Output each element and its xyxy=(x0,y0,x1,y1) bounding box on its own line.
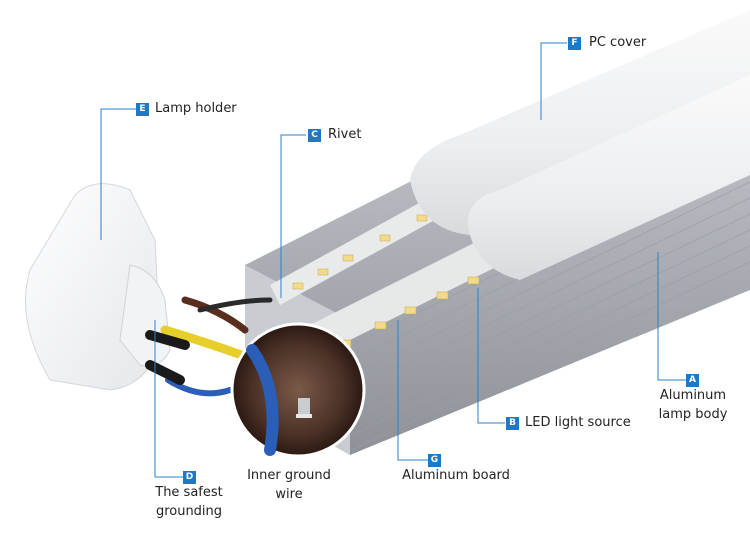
badge-b: B xyxy=(506,417,519,430)
label-pc-cover: PC cover xyxy=(589,35,647,50)
inner-ground-wire-inset xyxy=(230,322,366,458)
leader-e xyxy=(100,108,136,240)
leader-b xyxy=(477,288,505,424)
label-aluminum-board: Aluminum board xyxy=(402,468,510,483)
label-inner-ground-wire-2: wire xyxy=(275,487,303,502)
label-inner-ground-wire-1: Inner ground xyxy=(247,468,331,483)
badge-g: G xyxy=(428,454,441,467)
label-aluminum-lamp-body-1: Aluminum xyxy=(659,388,727,403)
leader-f xyxy=(540,42,567,120)
leader-a xyxy=(657,252,686,381)
badge-f: F xyxy=(568,37,581,50)
badge-d: D xyxy=(183,471,196,484)
badge-e: E xyxy=(136,103,149,116)
label-led-light-source: LED light source xyxy=(525,415,631,430)
leader-d xyxy=(154,320,183,478)
leader-lines xyxy=(100,42,686,478)
pc-cover xyxy=(410,10,750,280)
lamp-holder xyxy=(25,183,171,391)
label-safest-grounding-2: grounding xyxy=(155,504,223,519)
label-rivet: Rivet xyxy=(328,127,362,142)
label-lamp-holder: Lamp holder xyxy=(155,101,237,116)
badge-a: A xyxy=(686,374,699,387)
leader-g xyxy=(397,320,428,461)
label-safest-grounding-1: The safest xyxy=(155,485,223,500)
label-aluminum-lamp-body-2: lamp body xyxy=(658,407,728,422)
badge-c: C xyxy=(308,129,321,142)
leader-c xyxy=(280,134,306,298)
